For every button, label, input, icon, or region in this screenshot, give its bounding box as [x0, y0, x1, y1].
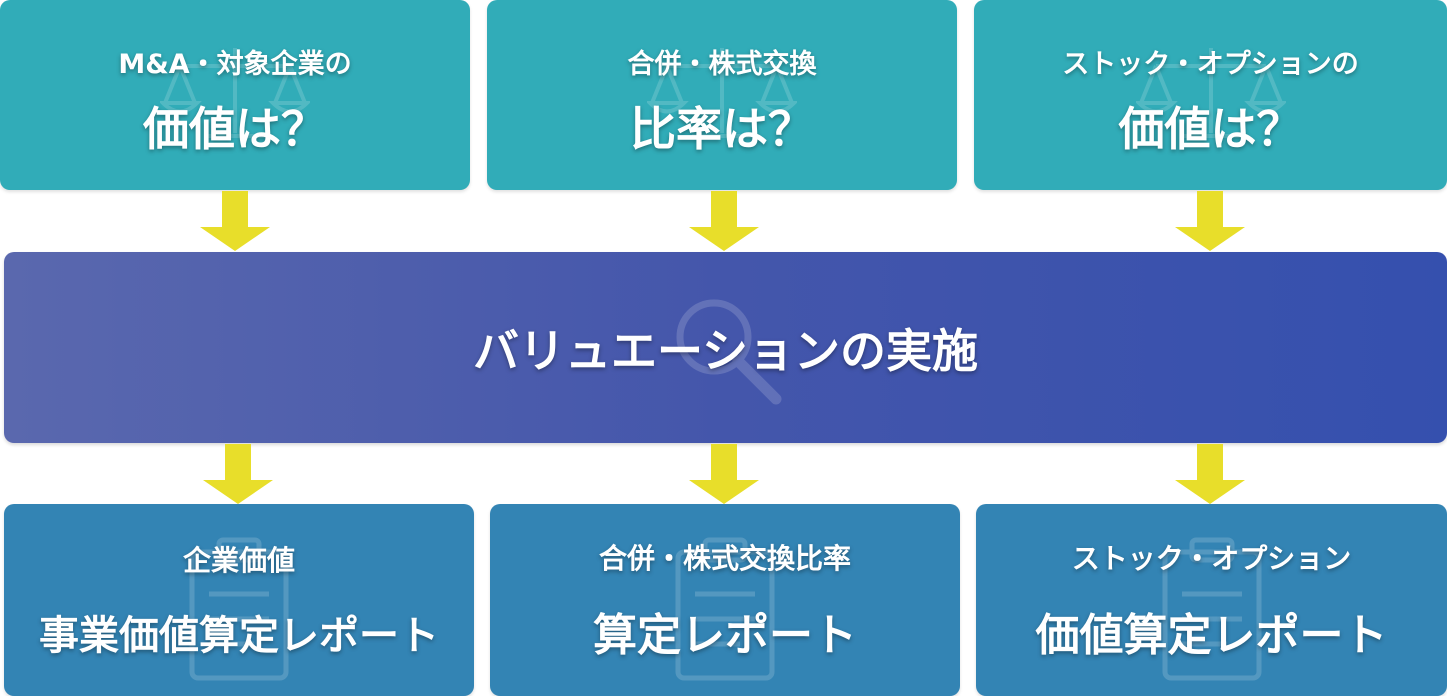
bottom-box-subtitle: 企業価値: [182, 544, 295, 577]
scales-icon: [647, 48, 797, 138]
bottom-box-title: 算定レポート: [593, 610, 857, 661]
bottom-box-subtitle: ストック・オプション: [1071, 542, 1352, 575]
top-box-title: 比率は？: [630, 101, 814, 156]
bottom-box-merger-ratio-report: 合併・株式交換比率 算定レポート: [490, 504, 960, 696]
bottom-box-enterprise-value-report: 企業価値 事業価値算定レポート: [4, 504, 474, 696]
scales-icon: [1135, 48, 1286, 138]
arrow-down-icon: [1175, 191, 1245, 251]
top-box-subtitle: M&A・対象企業の: [118, 48, 352, 80]
clipboard-icon: [189, 537, 289, 681]
bottom-box-title: 事業価値算定レポート: [39, 613, 439, 659]
scales-icon: [160, 48, 310, 138]
arrow-down-icon: [689, 444, 759, 504]
bottom-box-subtitle: 合併・株式交換比率: [598, 542, 851, 575]
arrow-down-icon: [203, 444, 273, 504]
top-box-title: 価値は？: [1118, 101, 1303, 156]
top-box-subtitle: 合併・株式交換: [627, 48, 817, 80]
clipboard-icon: [1162, 537, 1261, 681]
top-box-title: 価値は？: [143, 101, 327, 156]
top-box-stock-option-value: ストック・オプションの 価値は？: [974, 0, 1447, 190]
arrow-down-icon: [1175, 444, 1245, 504]
magnifier-icon: [676, 299, 782, 405]
arrow-down-icon: [689, 191, 759, 251]
valuation-banner: バリュエーションの実施: [4, 252, 1447, 443]
top-box-ma-value: M&A・対象企業の 価値は？: [0, 0, 470, 190]
arrow-down-icon: [200, 191, 270, 251]
top-box-merger-ratio: 合併・株式交換 比率は？: [487, 0, 957, 190]
valuation-title: バリュエーションの実施: [472, 323, 979, 378]
clipboard-icon: [675, 537, 775, 681]
bottom-box-title: 価値算定レポート: [1035, 610, 1388, 661]
bottom-box-stock-option-report: ストック・オプション 価値算定レポート: [976, 504, 1447, 696]
top-box-subtitle: ストック・オプションの: [1062, 48, 1359, 80]
